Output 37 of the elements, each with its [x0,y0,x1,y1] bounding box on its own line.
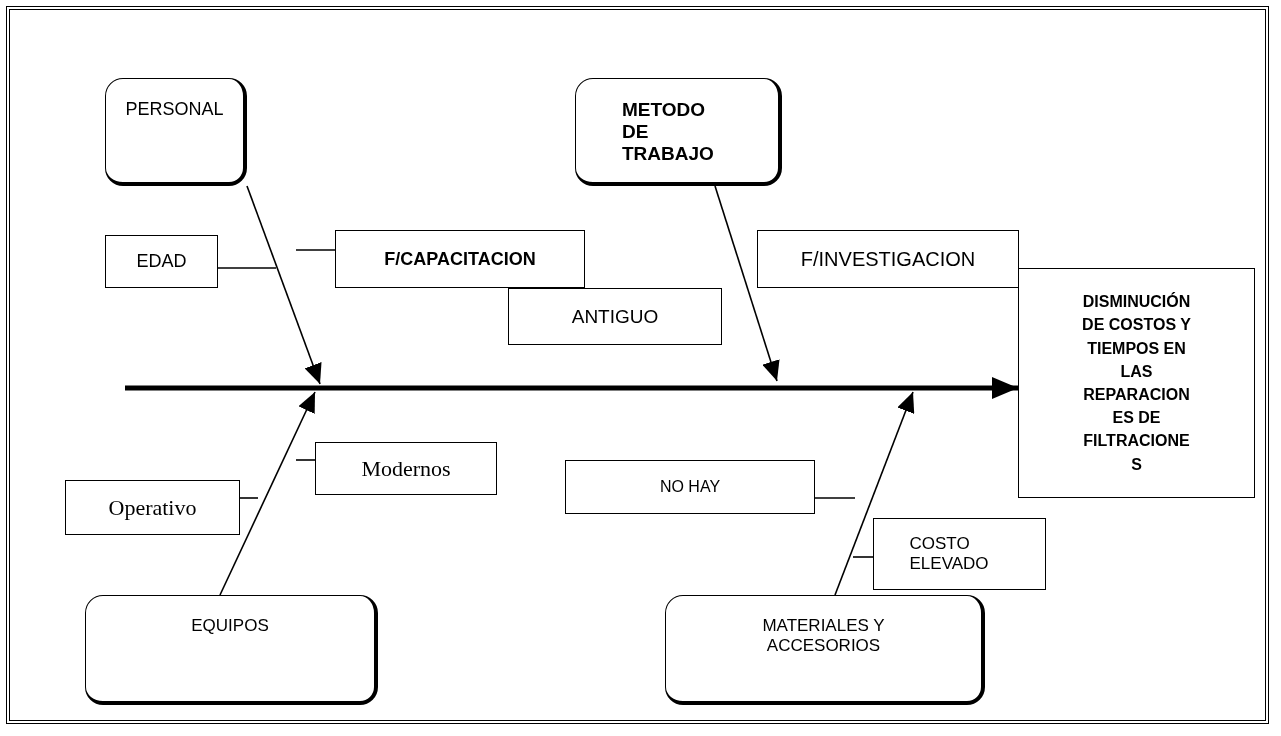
leader-line [852,556,874,558]
category-box [665,595,985,705]
category-box [575,78,782,186]
node-label: EQUIPOS [191,616,269,636]
cause-box [335,230,585,288]
cause-box [873,518,1046,590]
spine-arrow [125,377,1018,399]
node-label: ANTIGUO [571,305,659,328]
cause-box [65,480,240,535]
cause-box [105,235,218,288]
cause-box [565,460,815,514]
leader-line [814,497,856,499]
cause-box [757,230,1019,288]
leader-line [295,249,336,251]
arrow [246,185,322,385]
category-box [105,78,247,186]
arrow [834,391,915,596]
node-label: EDAD [136,251,187,272]
cause-box [508,288,722,345]
arrow [219,391,316,596]
effect-box [1018,268,1255,498]
node-label: PERSONAL [125,99,224,120]
node-label: F/INVESTIGACION [800,247,976,271]
node-label: NO HAY [659,478,721,496]
node-label: Operativo [108,494,197,521]
leader-line [295,459,316,461]
leader-line [217,267,277,269]
node-label: Modernos [361,455,451,482]
node-label: METODO DE TRABAJO [622,99,715,165]
node-label: MATERIALES Y ACCESORIOS [761,616,886,656]
leader-line [239,497,259,499]
arrow [714,185,780,382]
node-label: DISMINUCIÓN DE COSTOS Y TIEMPOS EN LAS REPARACIONES DE FILTRACIONES [1081,291,1192,475]
category-box [85,595,378,705]
node-label: COSTO ELEVADO [909,534,990,574]
node-label: F/CAPACITACION [384,248,536,270]
cause-box [315,442,497,495]
